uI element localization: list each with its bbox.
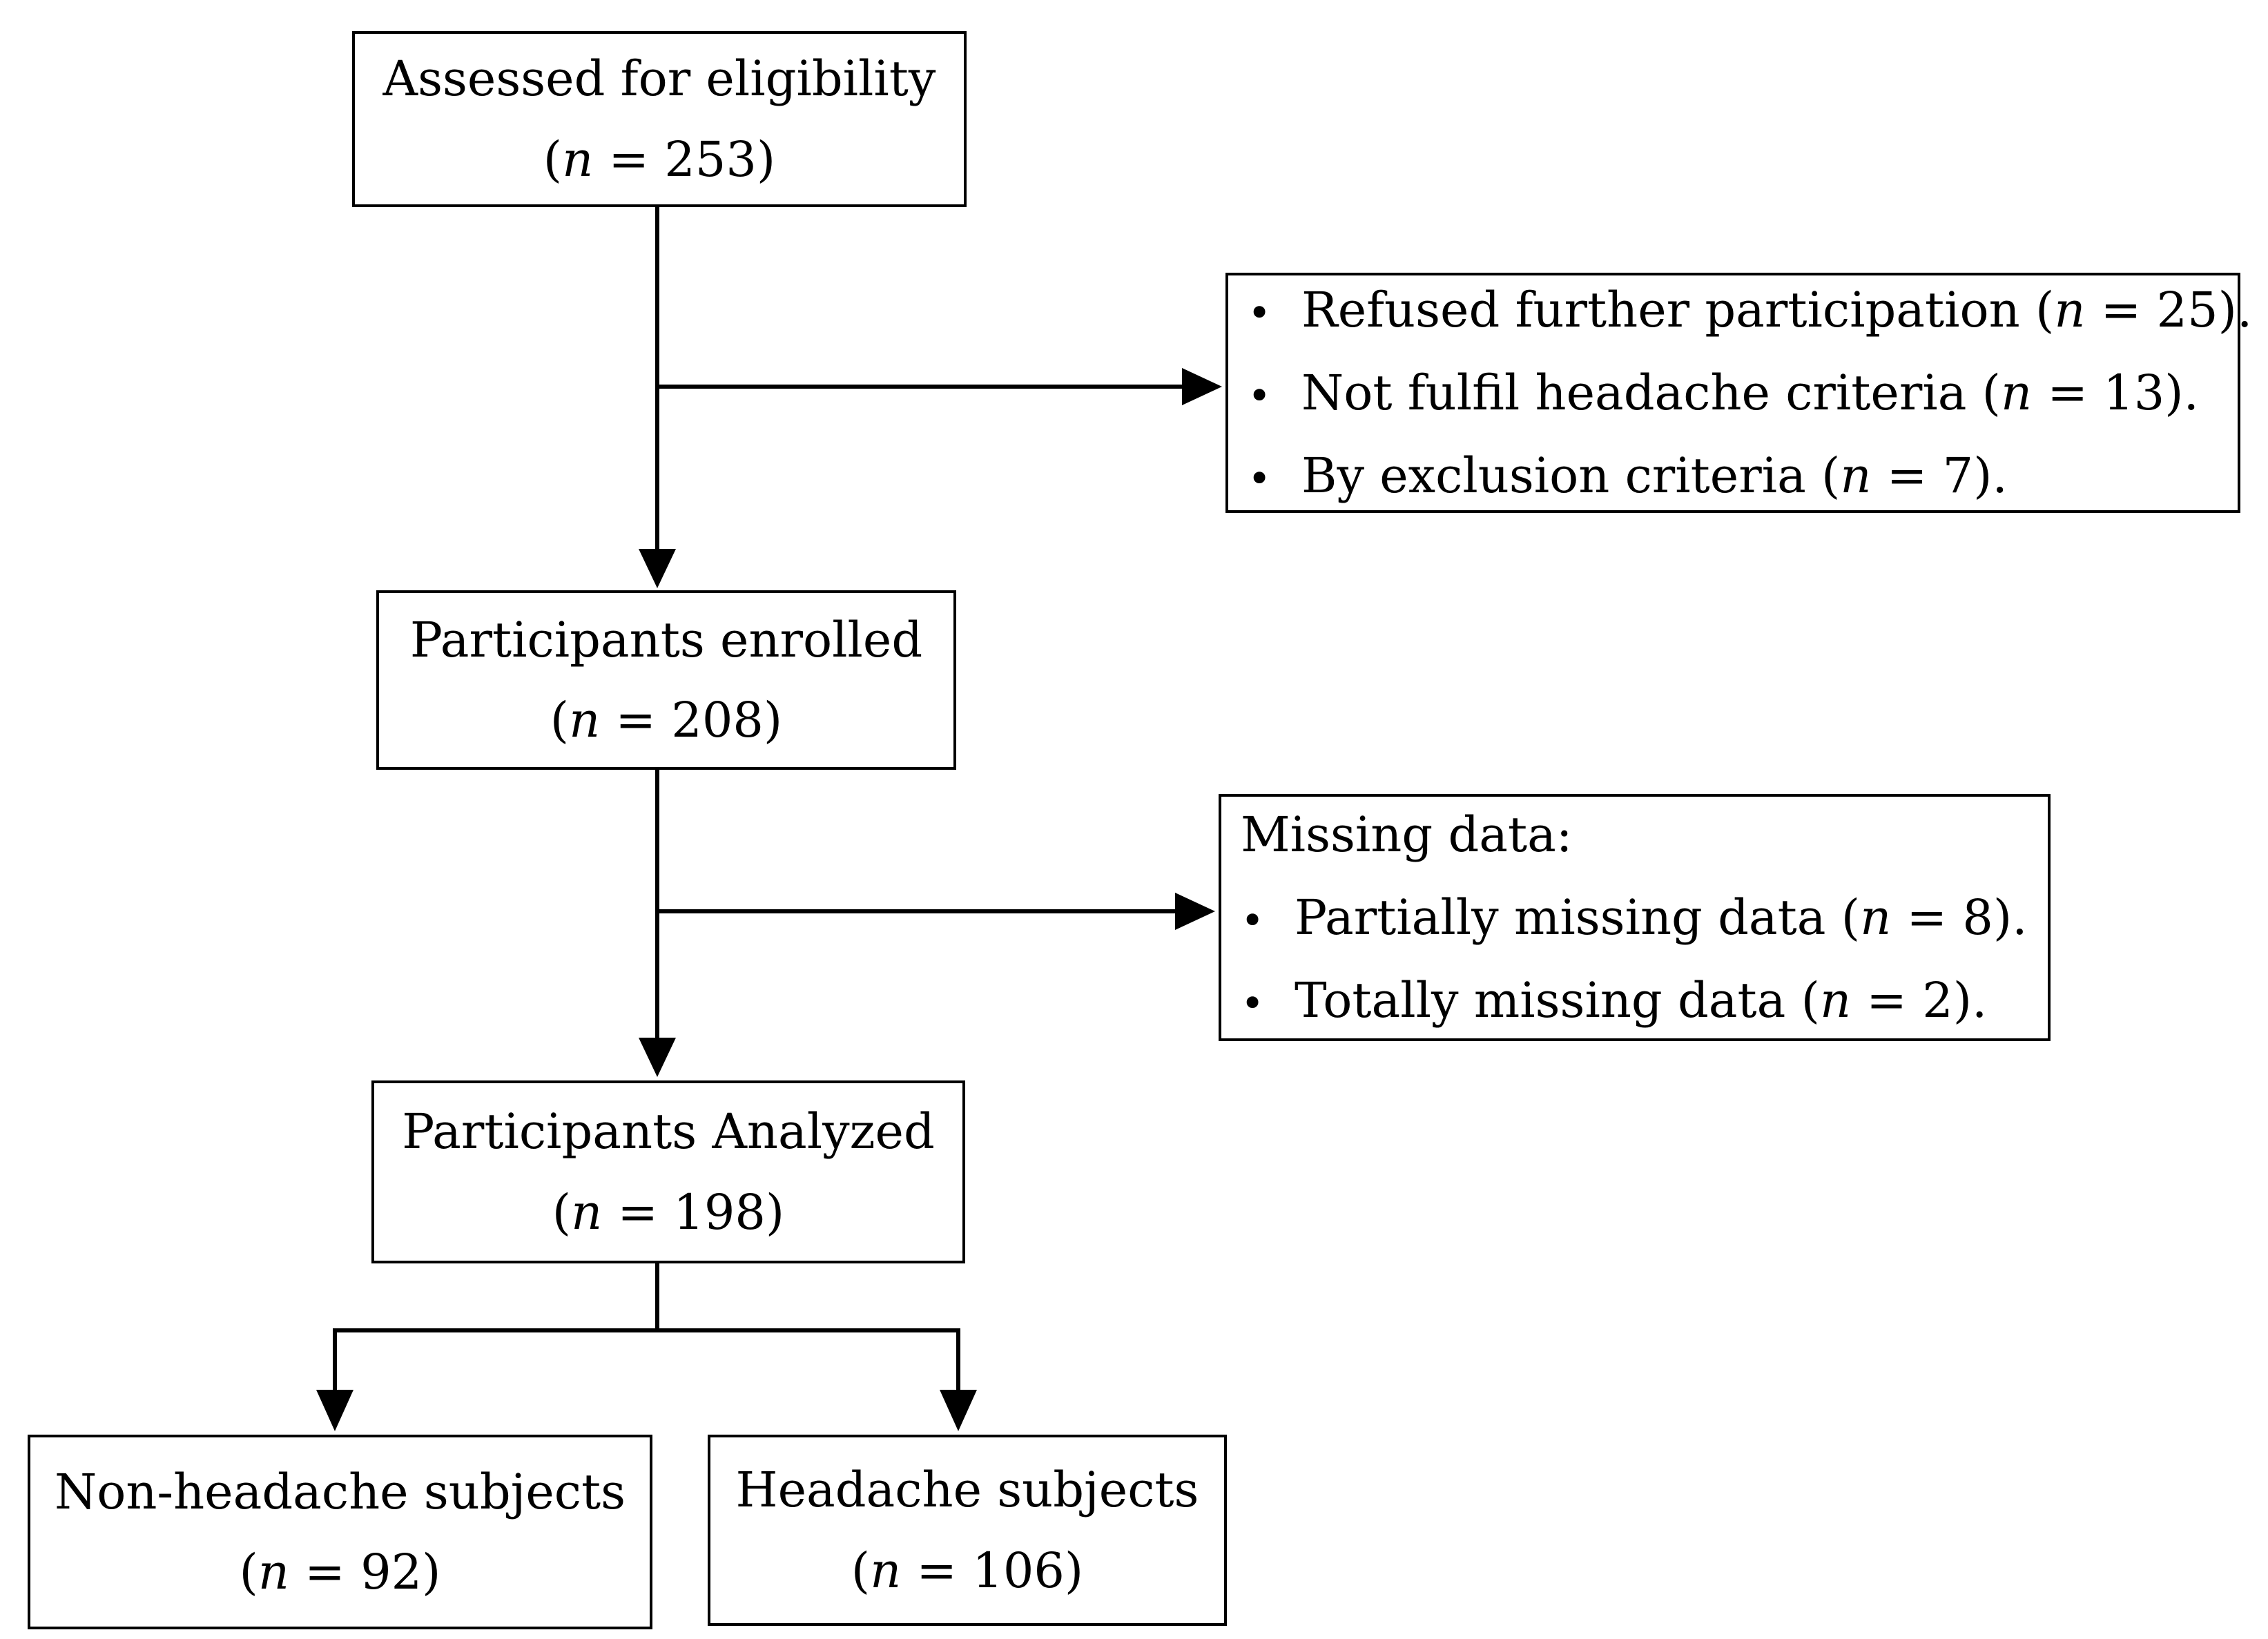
list-item: • By exclusion criteria (n = 7).	[1248, 450, 2224, 501]
box-title: Assessed for eligibility	[382, 50, 936, 108]
item-var: n	[1819, 972, 1852, 1029]
arrow-assessed-to-enrolled	[639, 206, 676, 588]
item-text: Not fulfil headache criteria (n = 13).	[1301, 367, 2199, 418]
box-title: Participants enrolled	[409, 611, 923, 668]
bullet-icon: •	[1248, 371, 1272, 419]
box-title: Non-headache subjects	[54, 1463, 626, 1520]
arrow-split-to-headache	[940, 1328, 977, 1431]
box-title: Participants Analyzed	[402, 1103, 935, 1161]
box-headache-subjects: Headache subjects (n = 106)	[708, 1435, 1227, 1626]
item-pre: Partially missing data (	[1295, 889, 1861, 946]
count-post: = 208)	[600, 692, 783, 748]
arrow-branch-to-missing	[655, 893, 1215, 930]
arrow-split-to-non-headache	[316, 1328, 353, 1431]
count-post: = 198)	[602, 1183, 785, 1241]
box-heading: Missing data:	[1241, 806, 1573, 863]
count-var: n	[569, 692, 601, 748]
box-count: (n = 92)	[240, 1546, 441, 1598]
box-missing-data: Missing data: •Partially missing data (n…	[1219, 794, 2051, 1041]
item-text: Refused further participation (n = 25).	[1301, 284, 2252, 336]
bullet-icon: •	[1248, 289, 1272, 336]
box-assessed-for-eligibility: Assessed for eligibility (n = 253)	[352, 31, 967, 207]
item-post: = 2).	[1851, 972, 1988, 1029]
item-post: = 13).	[2032, 364, 2199, 421]
item-var: n	[1840, 447, 1872, 505]
item-text: By exclusion criteria (n = 7).	[1301, 450, 2008, 501]
box-excluded-reasons: •Refused further participation (n = 25).…	[1225, 273, 2252, 513]
bullet-icon: •	[1248, 455, 1272, 503]
item-post: = 7).	[1871, 447, 2008, 505]
box-count: (n = 253)	[543, 130, 776, 188]
item-var: n	[2000, 364, 2033, 421]
count-pre: (	[543, 130, 563, 188]
item-post: = 8).	[1891, 889, 2028, 946]
bullet-icon: •	[1241, 896, 1265, 944]
list-item: • Not fulfil headache criteria (n = 13).	[1248, 367, 2224, 418]
count-pre: (	[550, 692, 570, 748]
item-text: Totally missing data (n = 2).	[1295, 975, 1987, 1026]
box-title: Headache subjects	[735, 1462, 1199, 1519]
item-post: = 25).	[2085, 281, 2253, 338]
box-non-headache-subjects: Non-headache subjects (n = 92)	[28, 1435, 652, 1629]
list-item: • Partially missing data (n = 8).	[1241, 892, 2034, 943]
bullet-icon: •	[1241, 980, 1265, 1027]
list-item: • Refused further participation (n = 25).	[1248, 284, 2252, 336]
box-participants-analyzed: Participants Analyzed (n = 198)	[371, 1080, 965, 1263]
count-pre: (	[552, 1183, 572, 1241]
box-count: (n = 198)	[552, 1183, 785, 1241]
item-pre: By exclusion criteria (	[1301, 447, 1841, 505]
item-var: n	[1860, 889, 1892, 946]
count-var: n	[571, 1183, 603, 1241]
item-pre: Not fulfil headache criteria (	[1301, 364, 2001, 421]
count-post: = 106)	[901, 1542, 1084, 1599]
count-pre: (	[851, 1542, 871, 1599]
count-var: n	[562, 130, 594, 188]
box-count: (n = 208)	[550, 695, 782, 746]
count-post: = 92)	[289, 1544, 441, 1600]
box-participants-enrolled: Participants enrolled (n = 208)	[376, 590, 956, 770]
item-text: Partially missing data (n = 8).	[1295, 892, 2027, 943]
arrow-enrolled-to-analyzed	[639, 770, 676, 1077]
count-post: = 253)	[593, 130, 776, 188]
arrow-branch-to-excluded	[655, 368, 1222, 405]
count-var: n	[258, 1544, 289, 1600]
list-item: • Totally missing data (n = 2).	[1241, 975, 2034, 1026]
item-var: n	[2054, 281, 2086, 338]
item-pre: Refused further participation (	[1301, 281, 2055, 338]
count-pre: (	[239, 1544, 258, 1600]
item-pre: Totally missing data (	[1295, 972, 1820, 1029]
count-var: n	[870, 1542, 902, 1599]
box-count: (n = 106)	[851, 1542, 1084, 1599]
connector-analyzed-split	[335, 1263, 958, 1332]
